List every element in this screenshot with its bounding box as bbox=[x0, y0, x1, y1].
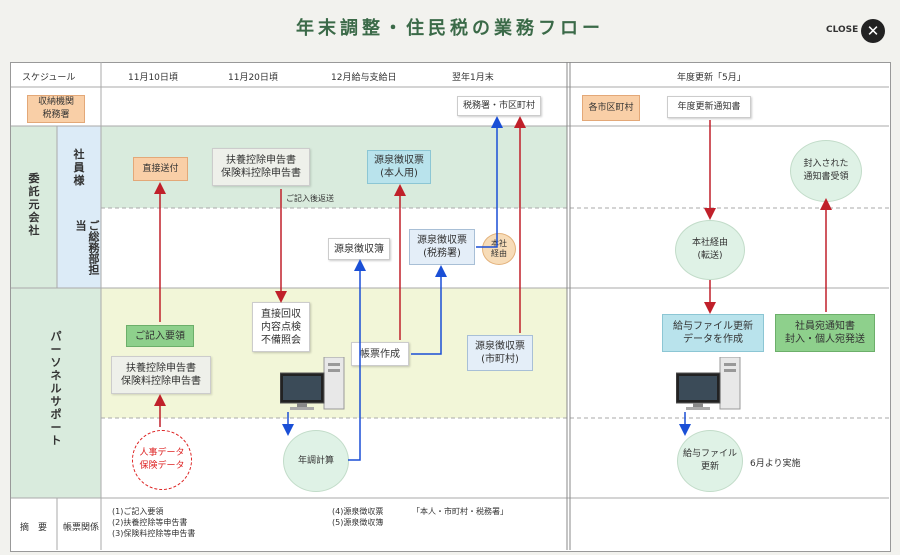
header-dec-payday: 12月給与支給日 bbox=[331, 73, 397, 83]
direct-send-box: 直接送付 bbox=[133, 157, 188, 181]
collecting-agency-label: 収納機関 税務署 bbox=[27, 95, 85, 123]
summary-note: (1)ご記入要領 bbox=[112, 507, 164, 516]
fill-guide-box: ご記入要領 bbox=[126, 325, 194, 347]
payroll-file-update-box: 給与ファイル更新 データを作成 bbox=[662, 314, 764, 352]
payroll-file-renew-circle: 給与ファイル 更新 bbox=[677, 430, 743, 492]
summary-notes-col1: (1)ご記入要領 (2)扶養控除等申告書 (3)保険料控除等申告書 bbox=[112, 506, 195, 539]
page-title: 年末調整・住民税の業務フロー bbox=[296, 18, 604, 39]
dependent-forms-bottom-box: 扶養控除申告書 保険料控除申告書 bbox=[111, 356, 211, 394]
affairs-side-label-bg bbox=[57, 208, 101, 288]
computer-icon bbox=[280, 357, 345, 410]
personnel-side-label-bg bbox=[11, 288, 101, 498]
form-relations-label: 帳票関係 bbox=[63, 523, 100, 533]
computer-icon bbox=[676, 357, 741, 410]
summary-note-col3: 「本人・市町村・税務署」 bbox=[412, 507, 508, 516]
employee-notice-send-box: 社員宛通知書 封入・個人宛発送 bbox=[775, 314, 875, 352]
client-side-label-bg bbox=[11, 126, 57, 288]
annual-update-notice-box: 年度更新通知書 bbox=[667, 96, 751, 118]
summary-note: (3)保険料控除等申告書 bbox=[112, 529, 196, 538]
close-icon[interactable]: ✕ bbox=[861, 19, 885, 43]
direct-collect-box: 直接回収 内容点検 不備照会 bbox=[252, 302, 310, 352]
hr-data-circle: 人事データ 保険データ bbox=[132, 430, 192, 490]
header-nov10: 11月10日頃 bbox=[128, 73, 178, 83]
employee-side-label-bg bbox=[57, 126, 101, 208]
summary-note: (5)源泉徴収簿 bbox=[332, 518, 384, 527]
close-label[interactable]: CLOSE bbox=[826, 25, 859, 35]
general-affairs-label: ご総務部担当 bbox=[74, 220, 100, 275]
each-city-box: 各市区町村 bbox=[582, 95, 640, 121]
header-may-update: 年度更新「5月」 bbox=[677, 73, 746, 83]
head-office-via-circle: 本社 経由 bbox=[482, 233, 516, 265]
year-end-calc-circle: 年調計算 bbox=[283, 430, 349, 492]
header-next-jan: 翌年1月末 bbox=[452, 73, 494, 83]
tax-office-city-box: 税務署・市区町村 bbox=[457, 96, 541, 116]
header-nov20: 11月20日頃 bbox=[228, 73, 278, 83]
summary-label: 摘 要 bbox=[20, 523, 48, 533]
summary-note: (2)扶養控除等申告書 bbox=[112, 518, 188, 527]
withholding-slip-self-box: 源泉徴収票 (本人用) bbox=[367, 150, 431, 184]
withholding-slip-city-box: 源泉徴収票 (市町村) bbox=[467, 335, 533, 371]
withholding-slip-taxoffice-box: 源泉徴収票 (税務署) bbox=[409, 229, 475, 265]
personnel-support-label: パーソネルサポート bbox=[50, 330, 62, 447]
client-company-label: 委託元会社 bbox=[28, 172, 40, 237]
summary-notes-col2: (4)源泉徴収票 (5)源泉徴収簿 bbox=[332, 506, 383, 528]
from-june-note: 6月より実施 bbox=[750, 459, 801, 469]
dependent-forms-top-box: 扶養控除申告書 保険料控除申告書 bbox=[212, 148, 310, 186]
withholding-ledger-box: 源泉徴収簿 bbox=[328, 238, 390, 260]
header-schedule: スケジュール bbox=[22, 73, 76, 83]
employee-label: 社員様 bbox=[73, 148, 85, 187]
summary-note: (4)源泉徴収票 bbox=[332, 507, 384, 516]
return-after-fill-note: ご記入後返送 bbox=[286, 194, 334, 203]
head-office-transfer-circle: 本社経由 (転送) bbox=[675, 220, 745, 280]
